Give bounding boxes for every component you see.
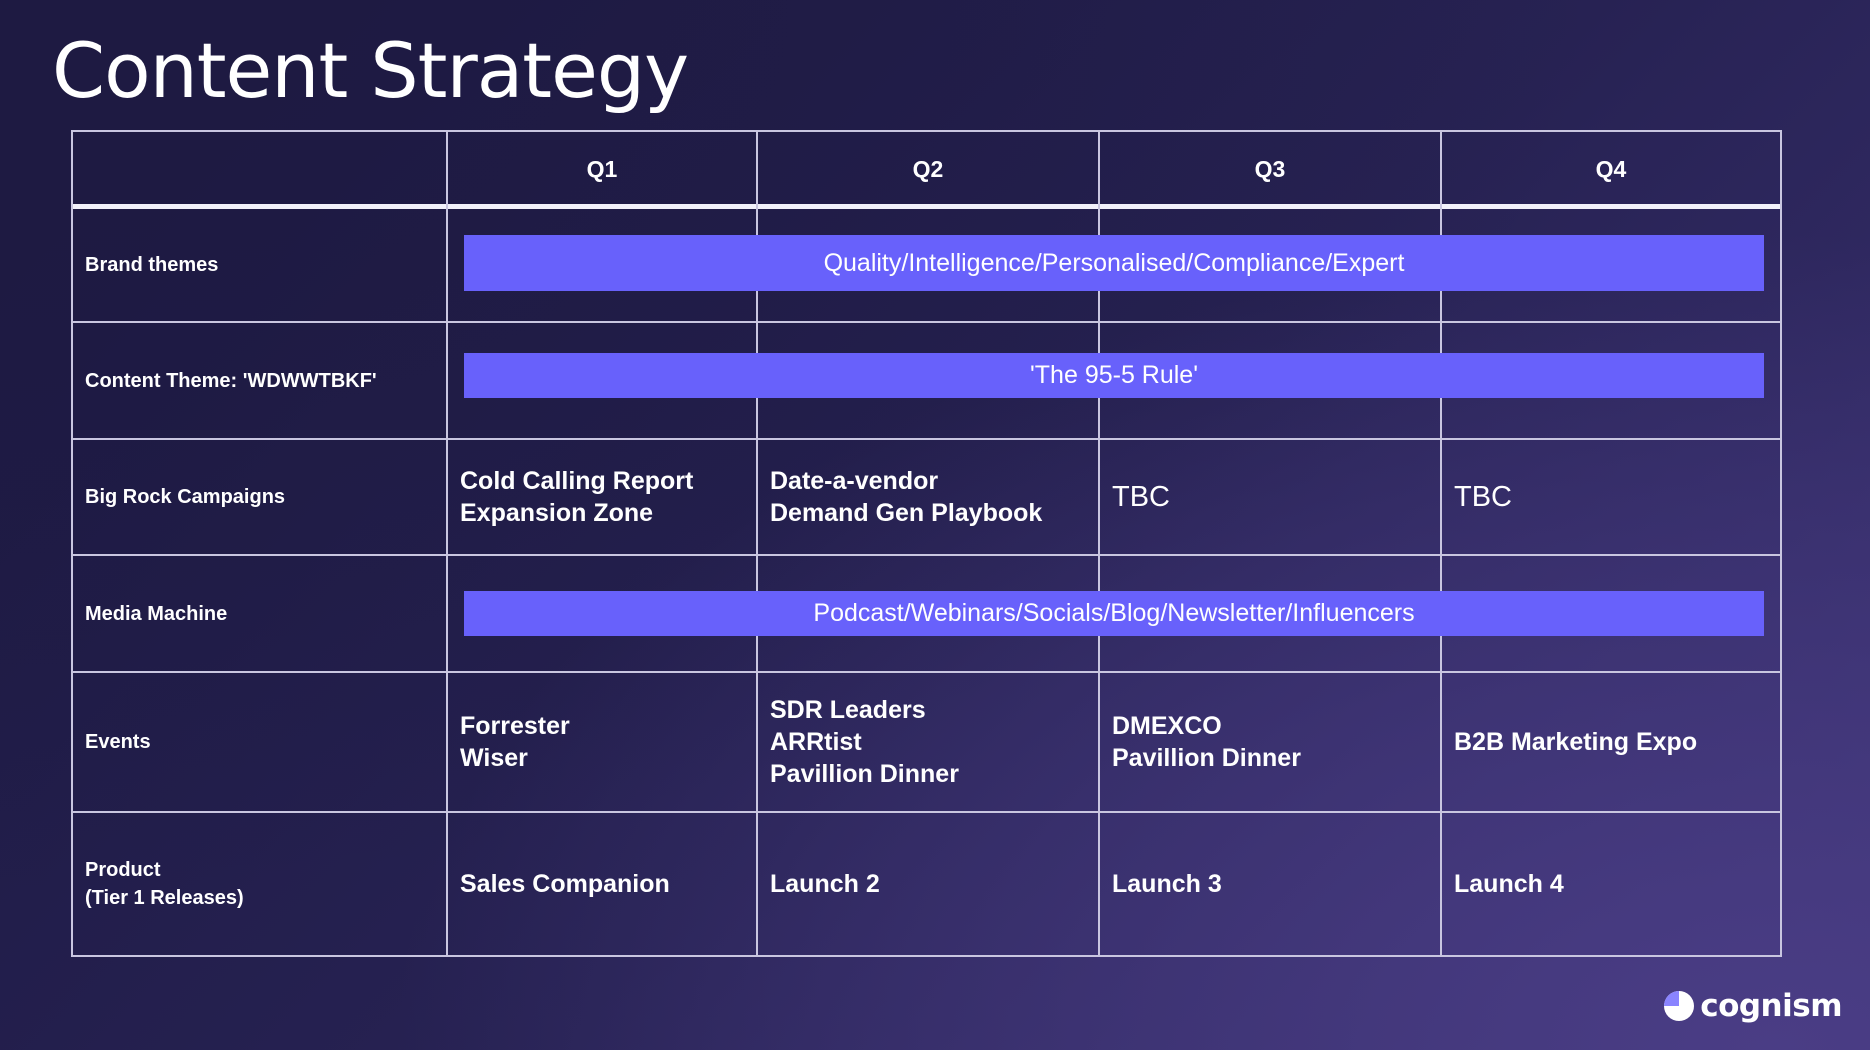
row-label-brand-themes: Brand themes: [85, 209, 435, 321]
row-label-events: Events: [85, 673, 435, 811]
row-label-text: Media Machine: [85, 602, 228, 625]
column-divider: [756, 132, 758, 955]
row-divider: [73, 321, 1780, 323]
header-divider: [73, 204, 1780, 209]
cell-line: B2B Marketing Expo: [1454, 728, 1698, 756]
product-q4-cell: Launch 4: [1442, 813, 1780, 955]
row-label-text: Content Theme: 'WDWWTBKF': [85, 369, 377, 392]
cell-line: Pavillion Dinner: [1112, 744, 1301, 772]
row-label-text: Events: [85, 731, 151, 753]
cell-line: Demand Gen Playbook: [770, 499, 1043, 527]
row-label-big-rock-campaigns: Big Rock Campaigns: [85, 440, 435, 554]
column-divider: [1098, 132, 1100, 955]
cell-line: Launch 2: [770, 870, 880, 898]
column-header-q1: Q1: [586, 155, 618, 182]
row-label-content-theme: Content Theme: 'WDWWTBKF': [85, 323, 435, 438]
events-q4-cell: B2B Marketing Expo: [1442, 673, 1780, 811]
cognism-logo: cognism: [1664, 988, 1842, 1024]
logo-wordmark: cognism: [1700, 988, 1842, 1024]
big-rock-q2-cell: Date-a-vendor Demand Gen Playbook: [758, 440, 1098, 554]
row-divider: [73, 554, 1780, 556]
row-divider: [73, 671, 1780, 673]
cell-line: Pavillion Dinner: [770, 760, 959, 788]
big-rock-q4-cell: TBC: [1442, 440, 1780, 554]
content-theme-band: 'The 95-5 Rule': [464, 353, 1764, 398]
cell-line: DMEXCO: [1112, 712, 1222, 740]
row-label-media-machine: Media Machine: [85, 556, 435, 671]
big-rock-q3-cell: TBC: [1100, 440, 1440, 554]
cell-line: Launch 3: [1112, 870, 1222, 898]
cell-line: Sales Companion: [460, 870, 670, 898]
product-q1-cell: Sales Companion: [448, 813, 756, 955]
cell-line: ARRtist: [770, 728, 862, 756]
column-header-q4: Q4: [1595, 155, 1627, 182]
slide-title: Content Strategy: [52, 26, 689, 115]
column-header-q3: Q3: [1254, 155, 1286, 182]
cell-line: SDR Leaders: [770, 696, 926, 724]
cell-line: Expansion Zone: [460, 499, 654, 527]
row-label-product: Product (Tier 1 Releases): [85, 813, 435, 955]
events-q2-cell: SDR Leaders ARRtist Pavillion Dinner: [758, 673, 1098, 811]
cell-line: TBC: [1454, 481, 1512, 513]
cell-line: Wiser: [460, 744, 528, 772]
row-label-text: Product: [85, 859, 161, 881]
cognism-logo-icon: [1664, 991, 1695, 1021]
row-divider: [73, 438, 1780, 440]
cell-line: TBC: [1112, 481, 1170, 513]
row-divider: [73, 811, 1780, 813]
row-label-text: Brand themes: [85, 254, 219, 276]
column-header-q2: Q2: [912, 155, 944, 182]
media-machine-band: Podcast/Webinars/Socials/Blog/Newsletter…: [464, 591, 1764, 636]
product-q2-cell: Launch 2: [758, 813, 1098, 955]
row-label-text: Big Rock Campaigns: [85, 486, 286, 508]
brand-themes-band: Quality/Intelligence/Personalised/Compli…: [464, 235, 1764, 291]
cell-line: Date-a-vendor: [770, 467, 939, 495]
cell-line: Launch 4: [1454, 870, 1564, 898]
events-q3-cell: DMEXCO Pavillion Dinner: [1100, 673, 1440, 811]
column-divider: [446, 132, 448, 955]
content-strategy-table: Q1 Q2 Q3 Q4 Brand themes Quality/Intelli…: [71, 130, 1782, 957]
cell-line: Forrester: [460, 712, 570, 740]
row-label-text: (Tier 1 Releases): [85, 887, 244, 909]
events-q1-cell: Forrester Wiser: [448, 673, 756, 811]
product-q3-cell: Launch 3: [1100, 813, 1440, 955]
big-rock-q1-cell: Cold Calling Report Expansion Zone: [448, 440, 756, 554]
column-divider: [1440, 132, 1442, 955]
cell-line: Cold Calling Report: [460, 467, 694, 495]
